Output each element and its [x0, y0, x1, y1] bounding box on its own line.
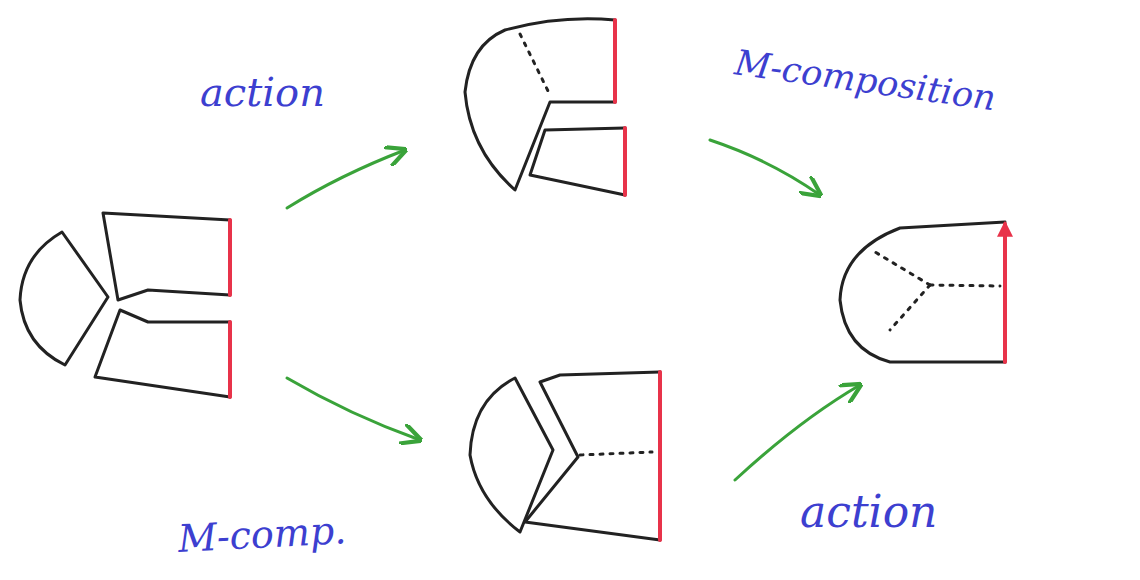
dotted-line	[520, 34, 550, 95]
output-edge	[613, 20, 617, 102]
output-edge	[228, 220, 232, 295]
operation-piece	[20, 232, 108, 365]
operation-piece	[95, 310, 230, 397]
operation-piece	[465, 19, 615, 190]
dotted-line	[930, 285, 1000, 286]
output-edge	[228, 322, 232, 397]
dotted-line	[580, 452, 652, 455]
arrow-label: M-composition	[733, 45, 998, 116]
arrow-label: action	[200, 72, 325, 112]
output-edge	[1003, 224, 1007, 362]
operation-piece	[525, 372, 660, 540]
green-arrow	[287, 378, 420, 440]
output-edge	[623, 128, 627, 195]
green-arrow	[735, 385, 860, 480]
dotted-line	[890, 285, 930, 330]
operation-piece	[530, 128, 625, 195]
green-arrow	[287, 150, 405, 208]
arrow-label: action	[800, 490, 937, 534]
green-arrow	[710, 140, 820, 195]
arrow-label: M-comp.	[177, 511, 347, 558]
operation-piece	[103, 213, 230, 300]
operation-piece	[840, 222, 1005, 362]
operation-piece	[470, 378, 553, 532]
dotted-line	[875, 252, 930, 285]
output-edge	[658, 372, 662, 540]
